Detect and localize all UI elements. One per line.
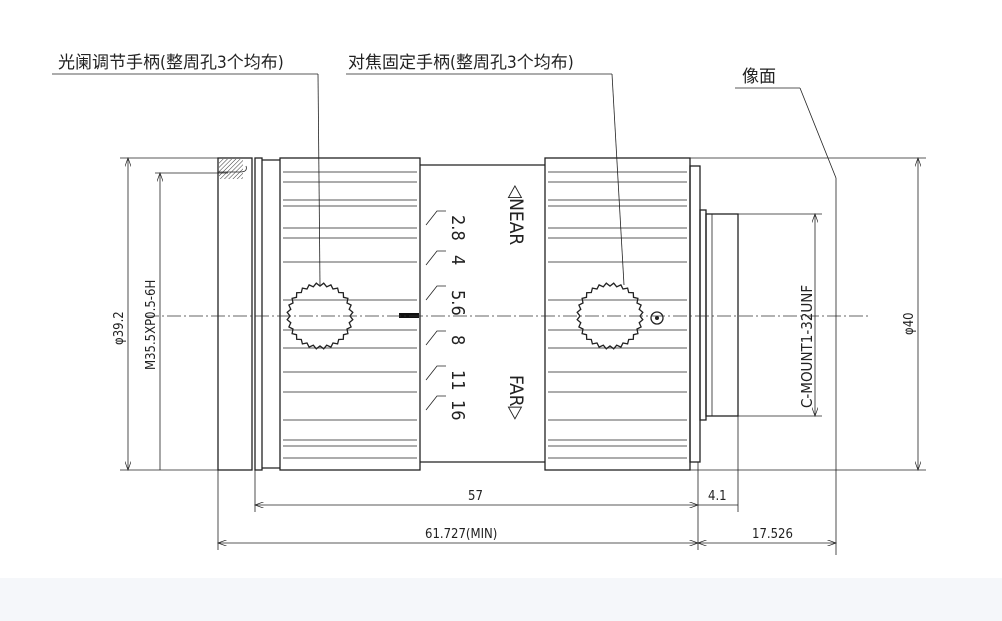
body-diameter-label: φ40 [902,312,917,335]
focus-handle-label: 对焦固定手柄(整周孔3个均布) [348,53,574,73]
f-stop-label: 11 [447,370,468,391]
image-plane-leader [799,87,837,179]
svg-text:FAR▷: FAR▷ [505,375,527,421]
focus-leader [611,73,625,286]
aperture-leader [317,73,321,286]
f-stop-tick [425,395,446,411]
f-stop-tick [425,210,446,226]
f-stop-label: 2.8 [447,215,468,241]
far-marking: FAR▷ [505,375,527,421]
f-stop-label: 5.6 [447,290,468,316]
aperture-ring [279,157,421,471]
footer-bar [0,578,1002,621]
f-stop-tick [425,250,446,266]
total-length-label: 61.727(MIN) [425,527,497,542]
front-thread-label: M35.5XP0.5-6H [144,280,159,370]
middle-barrel [399,164,545,463]
image-plane-label: 像面 [742,67,776,87]
f-stop-label: 16 [447,400,468,421]
flange-distance-label: 17.526 [752,527,793,542]
front-ring [217,157,280,471]
near-marking: ◁NEAR [505,185,527,245]
mount-thread-label: C-MOUNT1-32UNF [798,285,816,408]
f-stop-scale: 2.8 4 5.6 8 11 16 [425,210,468,421]
body-length-label: 57 [468,489,483,504]
f-stop-label: 8 [447,335,468,345]
f-stop-tick [425,330,446,346]
front-diameter-label: φ39.2 [112,311,127,345]
aperture-handle-label: 光阑调节手柄(整周孔3个均布) [58,53,284,73]
f-stop-tick [425,365,446,381]
index-mark [399,313,419,318]
mount-length-label: 4.1 [708,489,727,504]
f-stop-label: 4 [447,255,468,265]
c-mount [689,165,739,463]
focus-ring [544,157,691,471]
f-stop-tick [425,285,446,301]
aperture-knob [286,282,354,350]
lens-diagram-svg: 光阑调节手柄(整周孔3个均布) 对焦固定手柄(整周孔3个均布) 像面 [52,53,926,555]
svg-text:◁NEAR: ◁NEAR [505,185,527,245]
